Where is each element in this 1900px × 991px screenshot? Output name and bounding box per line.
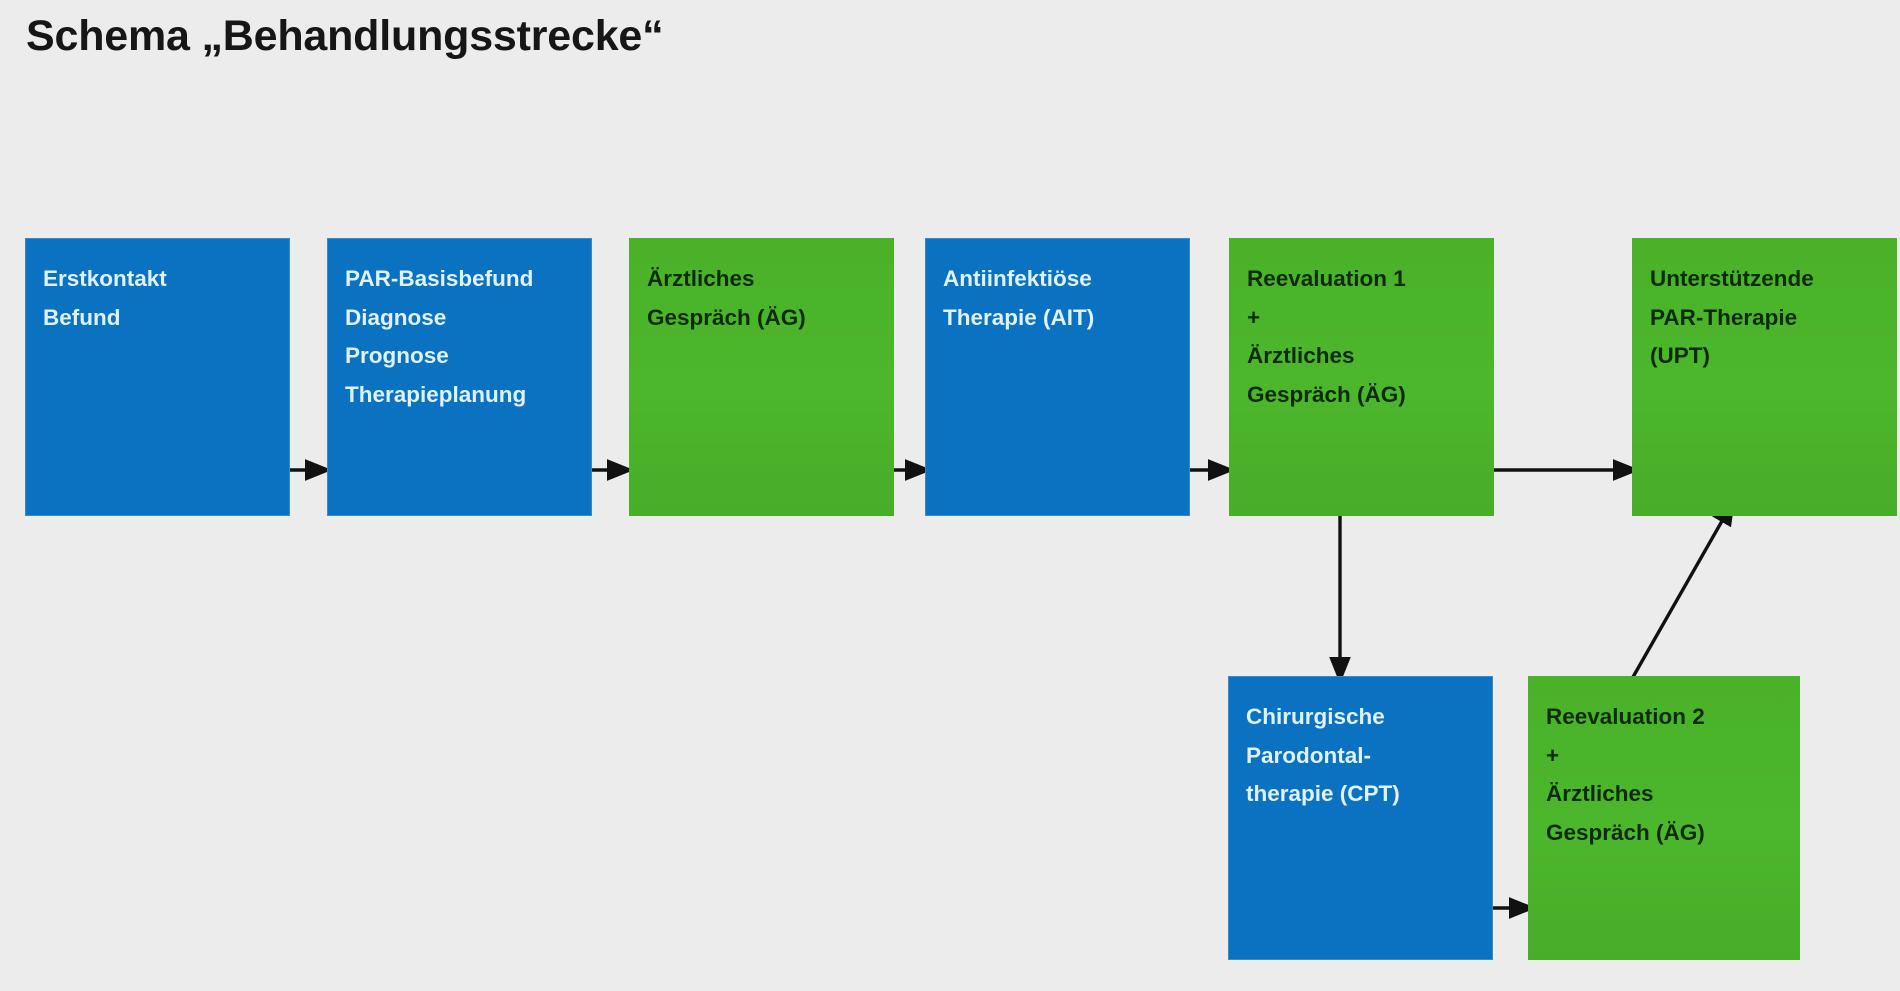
- node-label-line: therapie (CPT): [1246, 781, 1400, 807]
- node-label-line: Ärztliches: [1546, 781, 1654, 807]
- edge-reevaluation-2-to-upt: [1631, 498, 1736, 678]
- node-label-line: PAR-Therapie: [1650, 304, 1798, 330]
- node-label-line: Diagnose: [345, 304, 447, 330]
- node-label-line: Gespräch (ÄG): [1546, 820, 1705, 846]
- node-label-line: Reevaluation 1: [1247, 266, 1406, 291]
- node-label-line: Gespräch (ÄG): [647, 304, 806, 330]
- node-label-line: PAR-Basisbefund: [345, 266, 534, 291]
- node-label-line: Prognose: [345, 343, 449, 369]
- node-label-line: +: [1546, 742, 1560, 768]
- node-label-line: +: [1247, 304, 1261, 330]
- node-label-line: Parodontal-: [1246, 742, 1372, 768]
- node-label-line: Befund: [43, 304, 121, 330]
- node-label-line: Unterstützende: [1650, 266, 1814, 291]
- node-label-line: Chirurgische: [1246, 704, 1385, 729]
- node-label-line: Gespräch (ÄG): [1247, 382, 1406, 408]
- node-label-line: Antiinfektiöse: [943, 266, 1092, 291]
- node-label-line: Erstkontakt: [43, 266, 167, 291]
- page-title: Schema „Behandlungsstrecke“: [26, 12, 664, 60]
- node-label-line: Ärztliches: [647, 266, 755, 291]
- node-label-line: Therapieplanung: [345, 382, 527, 408]
- node-label-line: Reevaluation 2: [1546, 704, 1705, 729]
- node-label-line: Ärztliches: [1247, 343, 1355, 369]
- node-label-line: Therapie (AIT): [943, 304, 1095, 330]
- node-label-line: (UPT): [1650, 343, 1710, 369]
